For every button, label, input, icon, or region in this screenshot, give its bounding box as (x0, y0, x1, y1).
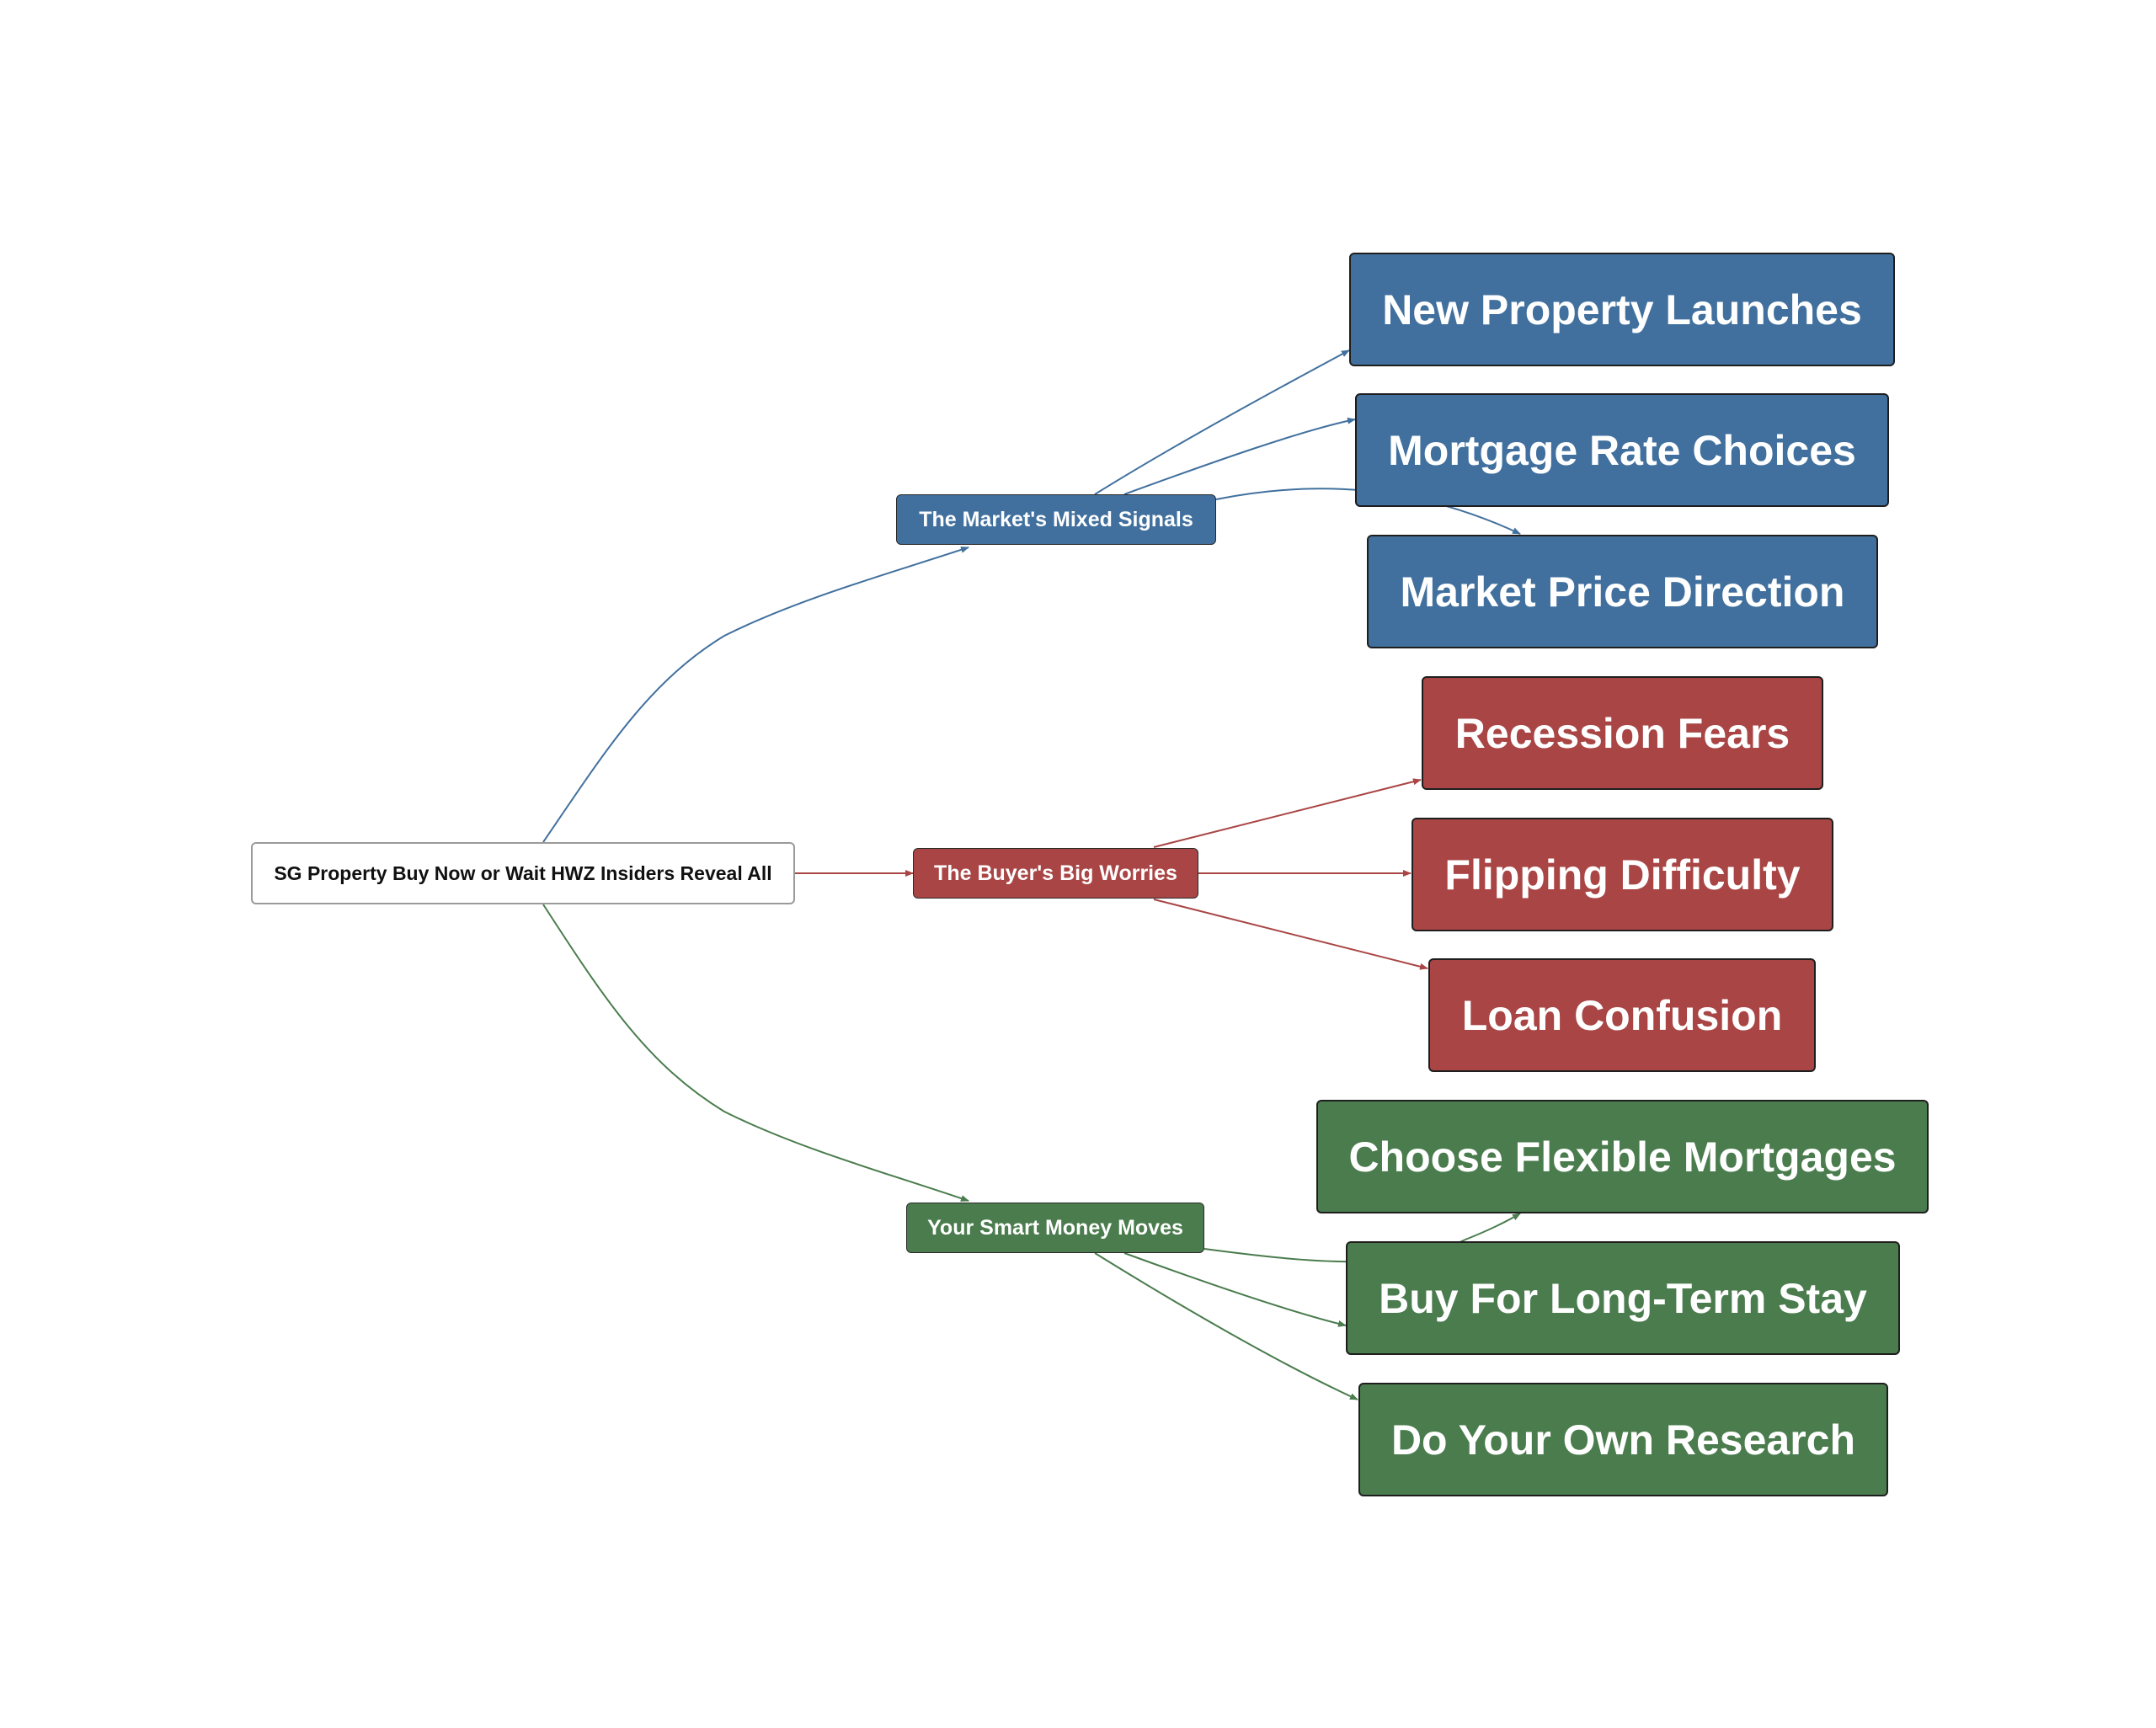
edge-root-moves (542, 904, 969, 1202)
leaf-recession-fears[interactable]: Recession Fears (1422, 676, 1823, 790)
root-node[interactable]: SG Property Buy Now or Wait HWZ Insiders… (251, 842, 795, 904)
leaf-choose-flexible-mortgages[interactable]: Choose Flexible Mortgages (1316, 1100, 1929, 1213)
leaf-mortgage-rate-choices[interactable]: Mortgage Rate Choices (1355, 393, 1889, 507)
leaf-do-your-own-research[interactable]: Do Your Own Research (1358, 1383, 1888, 1496)
leaf-buy-for-long-term-stay[interactable]: Buy For Long-Term Stay (1346, 1241, 1900, 1355)
edge-market-new-launches (1094, 349, 1350, 495)
edge-market-mortgage-rate (1123, 417, 1356, 495)
branch-market-signals[interactable]: The Market's Mixed Signals (896, 494, 1216, 545)
edge-root-market (542, 547, 969, 843)
edge-moves-research (1094, 1252, 1358, 1400)
leaf-market-price-direction[interactable]: Market Price Direction (1367, 535, 1878, 648)
edge-worries-recession (1153, 778, 1422, 848)
branch-smart-moves[interactable]: Your Smart Money Moves (906, 1203, 1204, 1253)
branch-buyer-worries[interactable]: The Buyer's Big Worries (913, 848, 1198, 899)
leaf-flipping-difficulty[interactable]: Flipping Difficulty (1412, 818, 1833, 931)
leaf-loan-confusion[interactable]: Loan Confusion (1428, 958, 1816, 1072)
leaf-new-property-launches[interactable]: New Property Launches (1349, 253, 1895, 366)
edge-moves-long-term (1123, 1252, 1347, 1327)
edge-worries-loan (1153, 899, 1428, 970)
